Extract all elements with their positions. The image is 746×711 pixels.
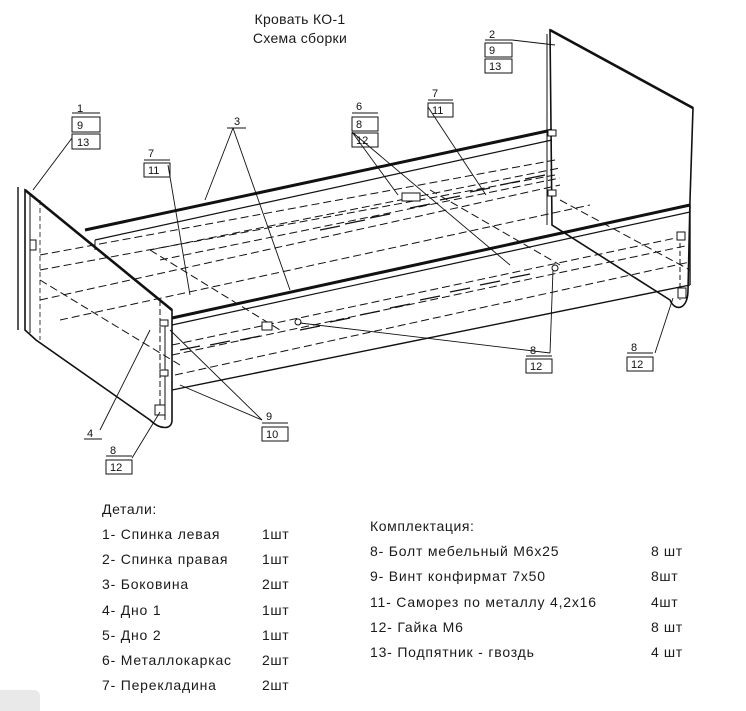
hardware-row-label: 12- Гайка М6 bbox=[370, 619, 464, 635]
callout-6-part: 6 bbox=[356, 101, 362, 113]
part-row-qty: 2шт bbox=[262, 652, 290, 668]
part-row-qty: 1шт bbox=[262, 627, 290, 643]
part-row-label: 2- Спинка правая bbox=[102, 551, 229, 567]
callout-1: 1 9 13 bbox=[71, 103, 101, 150]
callout-2-nail: 13 bbox=[489, 61, 501, 73]
callout-7a-screw: 11 bbox=[148, 165, 159, 177]
callout-9-screw: 9 bbox=[266, 411, 272, 423]
corner-tab bbox=[0, 690, 40, 711]
callout-8b-bolt: 8 bbox=[530, 345, 536, 357]
part-row-label: 1- Спинка левая bbox=[102, 526, 221, 542]
hardware-row-label: 13- Подпятник - гвоздь bbox=[370, 644, 535, 660]
part-row-qty: 1шт bbox=[262, 526, 290, 542]
hidden-structure bbox=[39, 159, 691, 376]
callout-6: 6 8 12 bbox=[351, 101, 379, 148]
front-side-rail bbox=[164, 203, 691, 420]
part-row-label: 7- Перекладина bbox=[102, 677, 217, 693]
callout-9: 9 10 bbox=[261, 411, 289, 442]
callout-7-left: 7 11 bbox=[143, 148, 171, 178]
callout-8-right: 8 12 bbox=[626, 342, 654, 372]
part-row-qty: 1шт bbox=[262, 551, 290, 567]
hardware-row-label: 8- Болт мебельный М6x25 bbox=[370, 543, 560, 559]
part-row-qty: 2шт bbox=[262, 677, 290, 693]
part-row-label: 4- Дно 1 bbox=[102, 602, 162, 618]
part-row-label: 6- Металлокаркас bbox=[102, 652, 232, 668]
callout-2: 2 9 13 bbox=[484, 29, 513, 74]
callout-4-part: 4 bbox=[87, 428, 93, 440]
callout-8-center: 8 12 bbox=[525, 345, 553, 374]
parts-heading: Детали: bbox=[102, 501, 157, 517]
callout-3-part: 3 bbox=[234, 116, 240, 128]
part-row-qty: 1шт bbox=[262, 602, 290, 618]
callout-7b-screw: 11 bbox=[432, 105, 443, 117]
frame-slots bbox=[179, 174, 546, 351]
callout-6-bolt: 8 bbox=[356, 119, 362, 131]
callout-8b-nut: 12 bbox=[530, 361, 542, 373]
hardware-row-qty: 8шт bbox=[651, 568, 679, 584]
hardware-marks bbox=[29, 129, 687, 416]
callout-3: 3 bbox=[227, 116, 246, 129]
callout-8c-nut: 12 bbox=[631, 359, 643, 371]
part-row-label: 3- Боковина bbox=[102, 576, 189, 592]
hardware-row-label: 9- Винт конфирмат 7x50 bbox=[370, 568, 546, 584]
leader-lines bbox=[32, 39, 674, 459]
hardware-row-qty: 8 шт bbox=[651, 543, 683, 559]
hardware-row-qty: 4шт bbox=[651, 594, 679, 610]
callout-7b-part: 7 bbox=[432, 88, 438, 100]
left-headboard bbox=[17, 187, 173, 429]
callout-8-bottom-left: 8 12 bbox=[105, 445, 133, 475]
callout-1-nail: 13 bbox=[77, 137, 89, 149]
part-row-label: 5- Дно 2 bbox=[102, 627, 162, 643]
hardware-row-qty: 8 шт bbox=[651, 619, 683, 635]
callout-7a-part: 7 bbox=[148, 148, 154, 160]
callout-4: 4 bbox=[84, 428, 102, 440]
callout-6-nut: 12 bbox=[356, 135, 368, 147]
callout-1-screw: 9 bbox=[77, 120, 83, 132]
hardware-row-label: 11- Саморез по металлу 4,2x16 bbox=[370, 594, 597, 610]
callout-8a-nut: 12 bbox=[110, 462, 122, 474]
hardware-heading: Комплектация: bbox=[370, 518, 475, 534]
callout-7-right: 7 11 bbox=[427, 88, 454, 118]
callout-2-part: 2 bbox=[489, 29, 495, 41]
callout-1-part: 1 bbox=[77, 103, 83, 115]
hardware-row-qty: 4 шт bbox=[651, 644, 683, 660]
drawing-subtitle: Схема сборки bbox=[252, 30, 348, 46]
callout-2-screw: 9 bbox=[489, 45, 495, 57]
callout-8c-bolt: 8 bbox=[631, 342, 637, 354]
part-row-qty: 2шт bbox=[262, 576, 290, 592]
drawing-title: Кровать КО-1 bbox=[254, 11, 346, 27]
callout-8a-bolt: 8 bbox=[110, 445, 116, 457]
callout-9-cap: 10 bbox=[266, 429, 278, 441]
